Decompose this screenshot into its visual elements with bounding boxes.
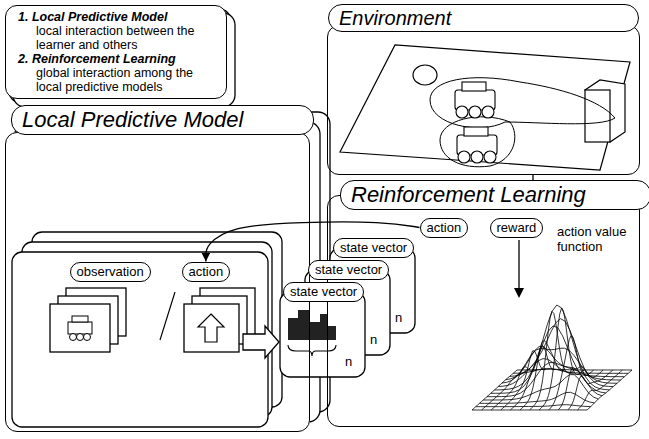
label-pill: observation	[70, 262, 151, 282]
value-surface	[472, 305, 632, 410]
label-pill: state vector	[333, 238, 414, 258]
label-pill: state vector	[308, 260, 389, 280]
reward-arrowhead	[514, 288, 524, 298]
slash	[160, 292, 175, 340]
field	[340, 45, 630, 170]
dimension-label: n	[369, 332, 378, 347]
reward-arrow	[518, 240, 519, 290]
panel-heading: Reinforcement Learning	[340, 180, 649, 210]
robot	[457, 127, 497, 163]
label-pill: state vector	[283, 282, 364, 302]
stack-front	[5, 132, 310, 432]
item-heading: 1. Local Predictive Model	[18, 10, 218, 24]
label-pill: reward	[490, 218, 544, 238]
hollow-arrow	[243, 326, 279, 358]
panel-box: Local Predictive Modelobservationaction	[5, 132, 310, 432]
up-arrow-icon	[198, 314, 224, 342]
underbrace	[288, 345, 336, 356]
label-pill: action	[182, 262, 231, 282]
state-histogram	[288, 310, 336, 340]
pill-label: state vector	[315, 261, 382, 279]
pill-label: observation	[77, 263, 144, 281]
item-heading: 2. Reinforcement Learning	[18, 52, 218, 66]
robot	[455, 82, 495, 118]
robot-icon	[68, 316, 92, 341]
dimension-label: n	[344, 354, 353, 369]
panel-heading: Local Predictive Model	[11, 105, 314, 135]
panel-heading: Environment	[328, 4, 639, 32]
item-description: local interaction between the learner an…	[36, 24, 218, 52]
item-description: global interaction among the local predi…	[36, 66, 218, 94]
pill-label: action	[427, 219, 462, 237]
connector	[206, 222, 420, 262]
pill-label: state vector	[290, 283, 357, 301]
state-vector-box	[280, 292, 365, 377]
action-frame	[184, 304, 239, 352]
pill-label: state vector	[340, 239, 407, 257]
panel-box: Environment	[327, 25, 640, 175]
view-region	[440, 117, 515, 167]
image-frame	[50, 304, 110, 352]
dimension-label: n	[394, 310, 403, 325]
view-region	[430, 78, 615, 128]
goal	[585, 80, 625, 142]
plot-label: action value function	[557, 224, 635, 254]
pill-label: action	[189, 263, 224, 281]
label-pill: action	[420, 218, 469, 238]
pill-label: reward	[497, 219, 537, 237]
ball	[413, 65, 437, 85]
summary-box: 1. Local Predictive Modellocal interacti…	[5, 5, 227, 99]
stack-layer	[12, 252, 268, 427]
